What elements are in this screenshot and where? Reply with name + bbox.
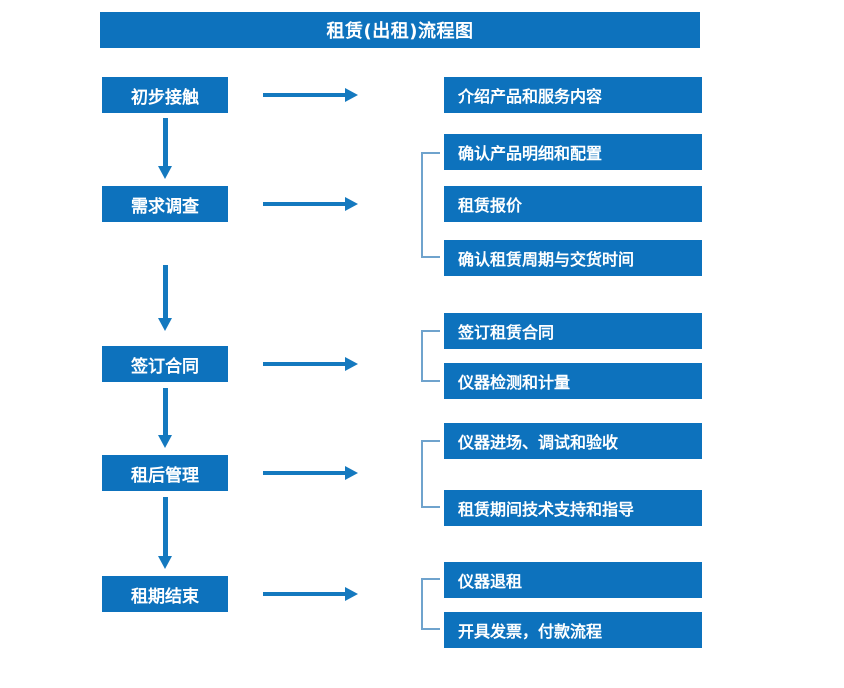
detail-box-5: 签订租赁合同 — [444, 313, 702, 349]
detail-box-8: 租赁期间技术支持和指导 — [444, 490, 702, 526]
vertical-arrow-3 — [158, 388, 172, 448]
stage-box-4: 租后管理 — [102, 455, 228, 491]
detail-box-10: 开具发票，付款流程 — [444, 612, 702, 648]
group-bracket-2 — [421, 330, 440, 382]
detail-box-9: 仪器退租 — [444, 562, 702, 598]
stage-box-3: 签订合同 — [102, 346, 228, 382]
detail-box-4: 确认租赁周期与交货时间 — [444, 240, 702, 276]
vertical-arrow-4 — [158, 497, 172, 569]
detail-box-2: 确认产品明细和配置 — [444, 134, 702, 170]
vertical-arrow-1 — [158, 118, 172, 179]
group-bracket-4 — [421, 578, 440, 630]
horizontal-arrow-3 — [263, 357, 358, 371]
vertical-arrow-2 — [158, 265, 172, 331]
stage-box-1: 初步接触 — [102, 77, 228, 113]
group-bracket-1 — [421, 152, 440, 258]
group-bracket-3 — [421, 440, 440, 508]
stage-box-5: 租期结束 — [102, 576, 228, 612]
page-title: 租赁(出租)流程图 — [100, 12, 700, 48]
detail-box-6: 仪器检测和计量 — [444, 363, 702, 399]
detail-box-1: 介绍产品和服务内容 — [444, 77, 702, 113]
horizontal-arrow-4 — [263, 466, 358, 480]
horizontal-arrow-1 — [263, 88, 358, 102]
horizontal-arrow-5 — [263, 587, 358, 601]
detail-box-3: 租赁报价 — [444, 186, 702, 222]
horizontal-arrow-2 — [263, 197, 358, 211]
stage-box-2: 需求调查 — [102, 186, 228, 222]
detail-box-7: 仪器进场、调试和验收 — [444, 423, 702, 459]
